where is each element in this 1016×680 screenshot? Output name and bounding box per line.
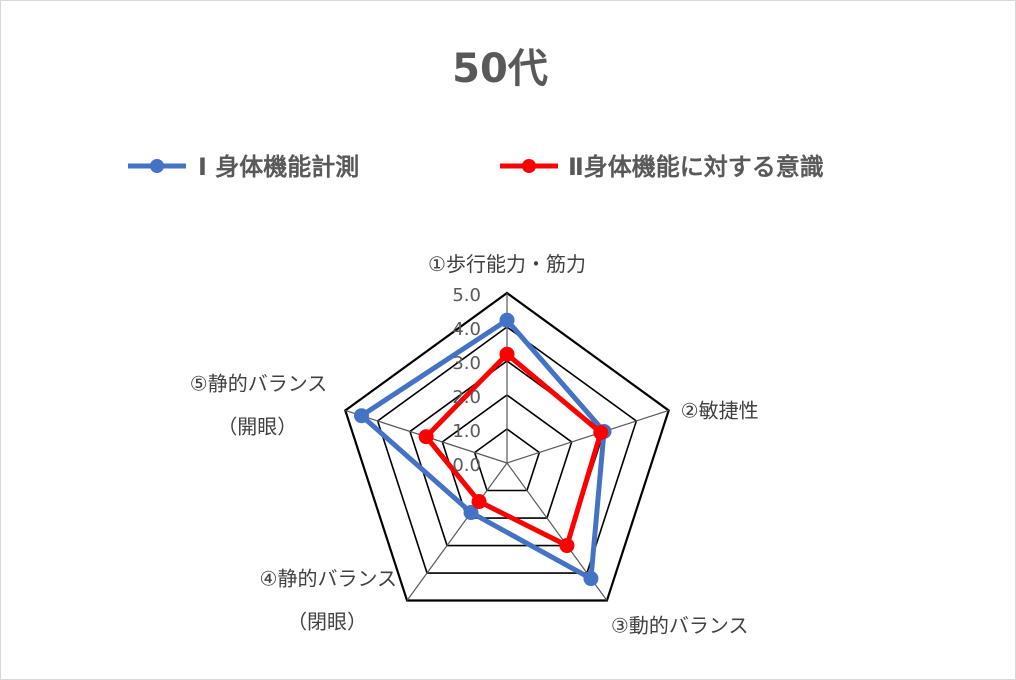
grid-ring-4	[376, 326, 638, 574]
series-0-point-3	[463, 505, 479, 521]
legend-label-0: Ⅰ 身体機能計測	[198, 153, 359, 181]
category-label-3-line-1: （閉眼）	[287, 610, 367, 634]
tick-label-2: 2.0	[452, 387, 481, 408]
tick-label-4: 4.0	[452, 319, 481, 340]
category-label-4: ⑤静的バランス	[190, 371, 328, 395]
category-label-1: ②敏捷性	[681, 398, 759, 422]
legend-item-0: Ⅰ 身体機能計測	[128, 153, 359, 181]
series-1-point-3	[471, 494, 487, 510]
series-0-point-4	[353, 408, 369, 424]
series-1-point-0	[499, 346, 515, 362]
grid-ring-1	[473, 428, 541, 492]
series-1-point-1	[593, 425, 609, 441]
tick-label-0: 0.0	[452, 455, 481, 476]
radial-tick-labels: 0.0 1.0 2.0 3.0 4.0 5.0	[452, 285, 481, 476]
tick-label-1: 1.0	[452, 421, 481, 442]
category-label-4-line-1: （開眼）	[217, 414, 297, 438]
legend-label-1: Ⅱ身体機能に対する意識	[568, 153, 824, 181]
legend-marker-1	[522, 159, 536, 173]
series-0-point-2	[583, 571, 599, 587]
category-labels: ①歩行能力・筋力 ②敏捷性 ③動的バランス ④静的バランス （閉眼） ⑤静的バランス （開眼…	[190, 252, 759, 638]
series-0-point-0	[499, 312, 515, 328]
category-label-0: ①歩行能力・筋力	[428, 252, 586, 276]
series-1-point-4	[418, 429, 434, 445]
spoke-1	[506, 409, 669, 464]
legend: Ⅰ 身体機能計測 Ⅱ身体機能に対する意識	[128, 153, 824, 181]
series-line-1	[423, 351, 604, 549]
series-1-point-2	[559, 538, 575, 554]
legend-item-1: Ⅱ身体機能に対する意識	[500, 153, 824, 181]
chart-title: 50代	[452, 46, 548, 92]
radar-spokes	[345, 293, 669, 601]
tick-label-5: 5.0	[452, 285, 481, 306]
category-label-2: ③動的バランス	[611, 614, 749, 638]
grid-ring-5	[344, 291, 670, 602]
tick-label-3: 3.0	[452, 353, 481, 374]
series-line-0	[358, 317, 607, 582]
category-label-3: ④静的バランス	[260, 567, 398, 591]
spoke-3	[406, 462, 508, 601]
legend-marker-0	[150, 159, 164, 173]
radar-series	[353, 312, 612, 587]
